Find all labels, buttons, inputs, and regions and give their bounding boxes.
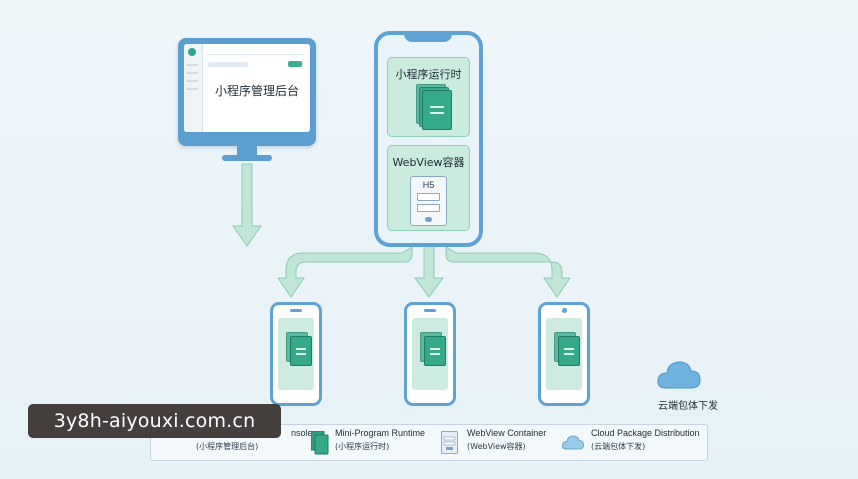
legend-webview-title: WebView Container [467, 428, 547, 438]
runtime-label: 小程序运行时 [395, 68, 462, 81]
legend-cloud-subtitle: (云端包体下发) [591, 442, 646, 451]
device-phone-3 [538, 302, 590, 406]
legend: nsole (小程序管理后台) Mini-Program Runtime (小程… [150, 424, 708, 461]
document-stack-icon [422, 90, 452, 130]
legend-console-title: nsole [291, 428, 313, 438]
legend-item-webview: WebView Container (WebView容器) [467, 428, 546, 452]
right-branch-arrow [445, 246, 571, 298]
console-topbar [206, 48, 304, 55]
device-phone-1 [270, 302, 322, 406]
admin-console-monitor: 小程序管理后台 [178, 38, 316, 146]
document-stack-icon [424, 336, 446, 366]
cloud-icon [657, 361, 701, 389]
legend-item-cloud: Cloud Package Distribution (云端包体下发) [591, 428, 700, 452]
main-phone: 小程序运行时 WebView容器 H5 [374, 31, 483, 247]
monitor-label: 小程序管理后台 [214, 84, 299, 98]
legend-item-runtime: Mini-Program Runtime (小程序运行时) [335, 428, 425, 452]
speaker [424, 309, 436, 312]
console-search-bar [208, 62, 248, 67]
webview-container-icon [441, 431, 458, 454]
center-down-arrow [414, 245, 444, 298]
device-screen [412, 318, 448, 390]
monitor-base [222, 155, 272, 161]
webview-panel: WebView容器 H5 [387, 145, 470, 231]
phone-notch [404, 33, 452, 42]
runtime-panel: 小程序运行时 [387, 57, 470, 137]
console-sidebar [184, 44, 203, 132]
sidebar-line [187, 80, 198, 82]
legend-cloud-title: Cloud Package Distribution [591, 428, 700, 438]
mini-program-runtime-icon [311, 431, 329, 455]
legend-runtime-subtitle: (小程序运行时) [335, 442, 390, 451]
h5-input [417, 204, 440, 212]
camera [561, 308, 567, 313]
document-stack-icon [558, 336, 580, 366]
legend-item-console: nsole (小程序管理后台) [196, 428, 313, 452]
legend-console-subtitle: (小程序管理后台) [196, 442, 259, 451]
device-screen [278, 318, 314, 390]
h5-page-icon: H5 [410, 176, 447, 226]
h5-input [417, 193, 440, 201]
h5-label: H5 [422, 180, 435, 190]
sidebar-line [187, 72, 198, 74]
device-phone-2 [404, 302, 456, 406]
device-screen [546, 318, 582, 390]
monitor-screen: 小程序管理后台 [184, 44, 310, 132]
console-action-button [288, 61, 302, 67]
h5-button [425, 217, 432, 222]
left-branch-arrow [277, 246, 413, 298]
legend-runtime-title: Mini-Program Runtime [335, 428, 426, 438]
sidebar-line [187, 64, 198, 66]
monitor-neck [237, 146, 257, 156]
watermark-banner: 3y8h-aiyouxi.com.cn [28, 404, 281, 438]
logo-icon [188, 48, 196, 56]
legend-webview-subtitle: (WebView容器) [467, 442, 526, 451]
webview-label: WebView容器 [392, 156, 465, 169]
document-stack-icon [290, 336, 312, 366]
sidebar-line [187, 88, 198, 90]
cloud-icon [561, 435, 585, 450]
console-down-arrow [232, 163, 262, 247]
speaker [290, 309, 302, 312]
cloud-label: 云端包体下发 [658, 401, 718, 412]
